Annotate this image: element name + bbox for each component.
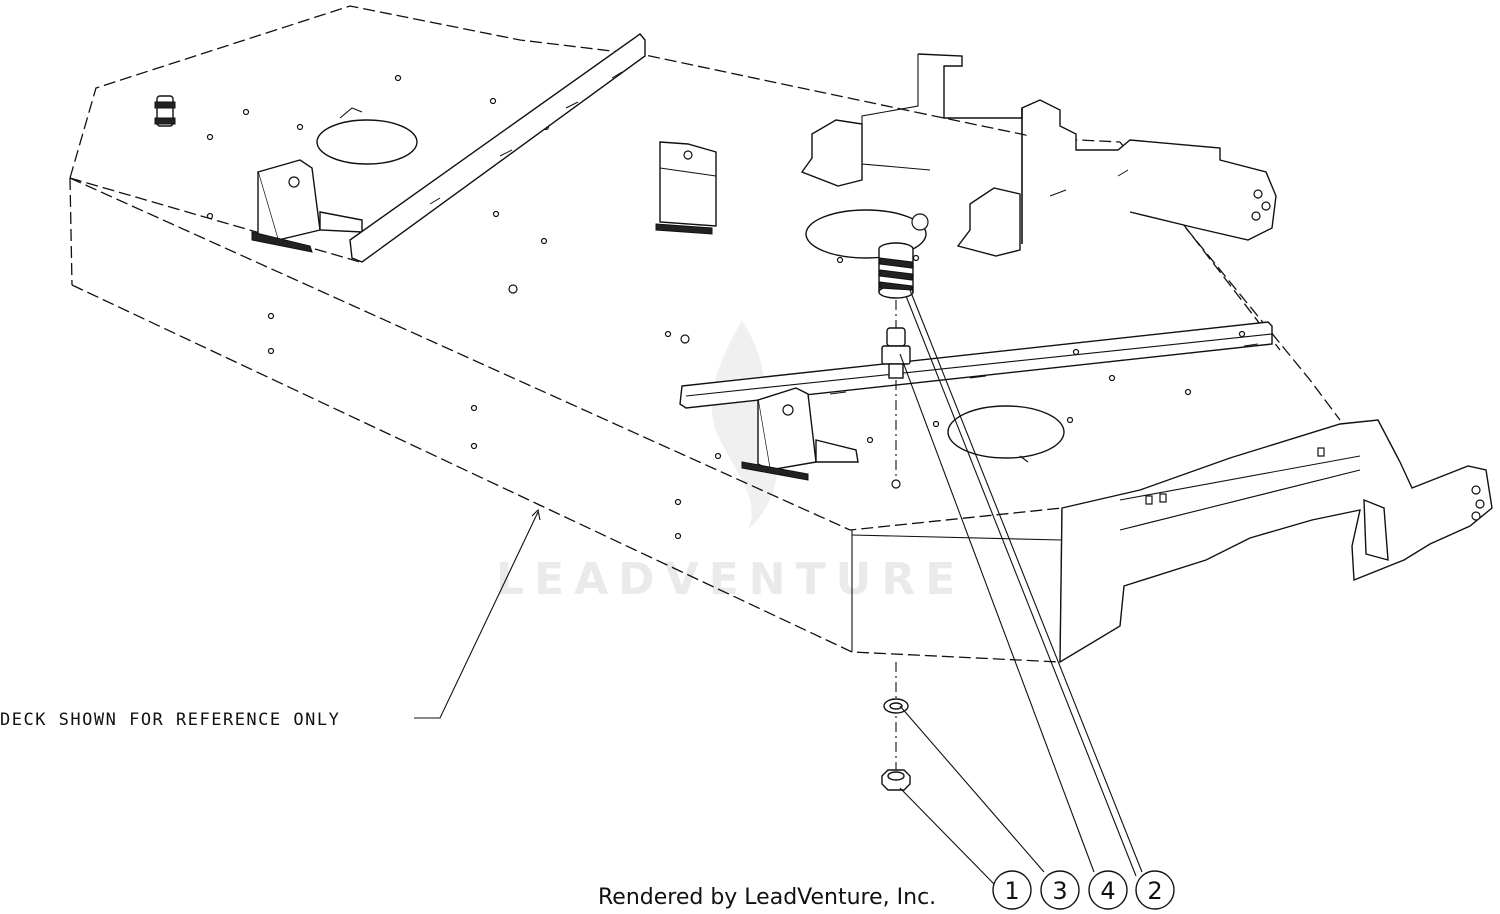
part-1-nut <box>881 769 911 791</box>
part-4-fitting <box>881 327 911 379</box>
watermark-text: LEADVENTURE <box>496 554 965 605</box>
baffle-bracket-left <box>251 159 363 253</box>
rear-hitch-assembly <box>800 53 1277 257</box>
part-3-washer <box>883 698 909 714</box>
watermark: LEADVENTURE <box>496 320 965 605</box>
callout-3-number: 3 <box>1052 877 1067 905</box>
callout-1-number: 1 <box>1004 877 1019 905</box>
leader-lines <box>414 289 1143 885</box>
reference-label: DECK SHOWN FOR REFERENCE ONLY <box>0 710 340 730</box>
center-bracket <box>655 141 717 235</box>
callout-4: 4 <box>1088 870 1128 910</box>
footer-credit: Rendered by LeadVenture, Inc. <box>598 885 936 910</box>
callout-2-number: 2 <box>1147 877 1162 905</box>
exploded-parts <box>878 242 914 791</box>
part-2-fitting-cap <box>878 242 914 299</box>
callout-1: 1 <box>992 870 1032 910</box>
deck-holes <box>206 74 1192 489</box>
front-hitch-bracket <box>1059 419 1493 664</box>
callout-2: 2 <box>1135 870 1175 910</box>
baffle-bracket-right <box>741 387 859 481</box>
baffle-rail-lower <box>679 321 1273 409</box>
wash-port-fitting <box>154 95 176 127</box>
watermark-flame-icon <box>711 320 778 530</box>
callout-3: 3 <box>1040 870 1080 910</box>
callout-4-number: 4 <box>1100 877 1115 905</box>
baffle-rail-upper <box>349 33 646 263</box>
mower-deck <box>69 5 1493 664</box>
